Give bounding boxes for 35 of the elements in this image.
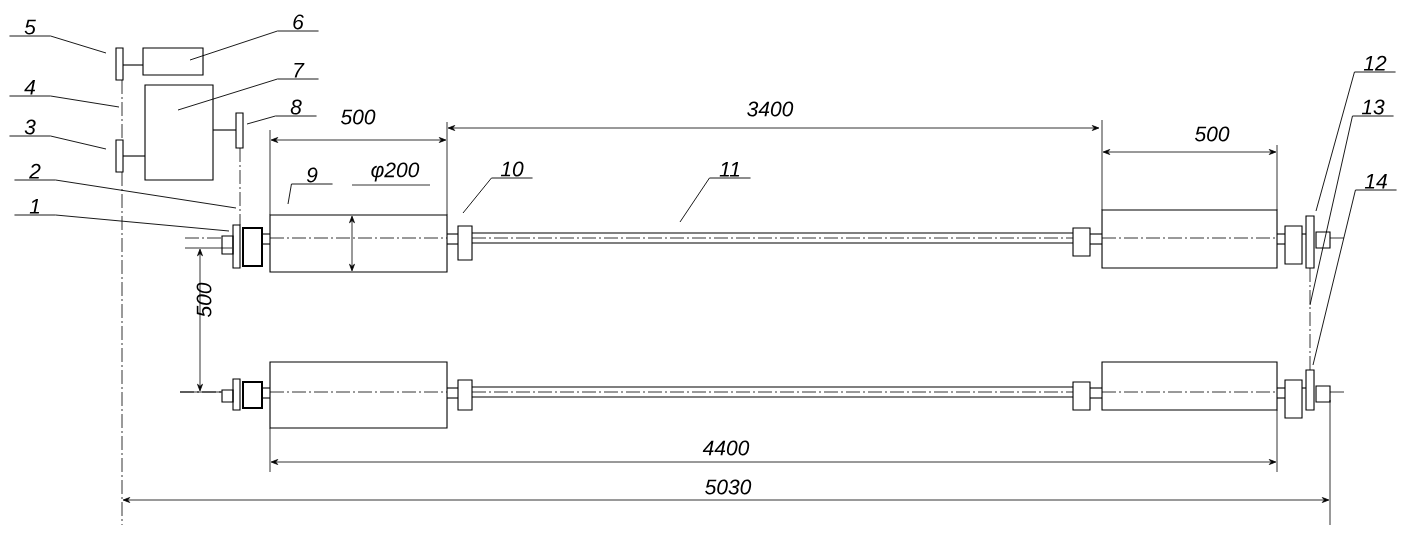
callout-number: 11 (719, 162, 740, 177)
leader-line (1315, 71, 1396, 212)
callout-number: 14 (1364, 174, 1387, 189)
callout-number: 9 (306, 167, 318, 183)
dimension-label: 4400 (702, 440, 750, 456)
dimension-label: 5030 (705, 479, 752, 495)
callout-number: 13 (1361, 99, 1385, 115)
dimension-label: 500 (340, 109, 376, 125)
callout-number: 2 (29, 163, 41, 179)
callout-number: 4 (24, 80, 36, 95)
leader-line (14, 179, 237, 209)
callout-number: 7 (294, 63, 305, 78)
leader-line (9, 95, 120, 108)
leader-line (9, 35, 107, 54)
callout-number: 3 (24, 119, 36, 135)
leader-line (1312, 189, 1397, 366)
leader-line (9, 135, 107, 150)
callout-number: 1 (29, 199, 40, 214)
leader-line (679, 177, 751, 223)
callout-number: 5 (24, 19, 36, 35)
dimension-label: 3400 (747, 101, 794, 117)
callout-number: 6 (293, 14, 304, 30)
callout-number: 8 (290, 99, 302, 115)
callout-number: 12 (1363, 55, 1387, 71)
callout-number: 10 (500, 161, 524, 177)
leader-line (246, 115, 317, 125)
leader-line (189, 30, 319, 61)
leader-line (1309, 115, 1394, 306)
leader-line (177, 78, 319, 111)
dimension-label: φ200 (371, 162, 420, 182)
leader-line (14, 214, 230, 232)
dimension-label: 500 (1194, 126, 1230, 142)
dimension-label: 500 (196, 282, 212, 318)
leader-line (462, 177, 533, 214)
leader-line (287, 183, 333, 205)
